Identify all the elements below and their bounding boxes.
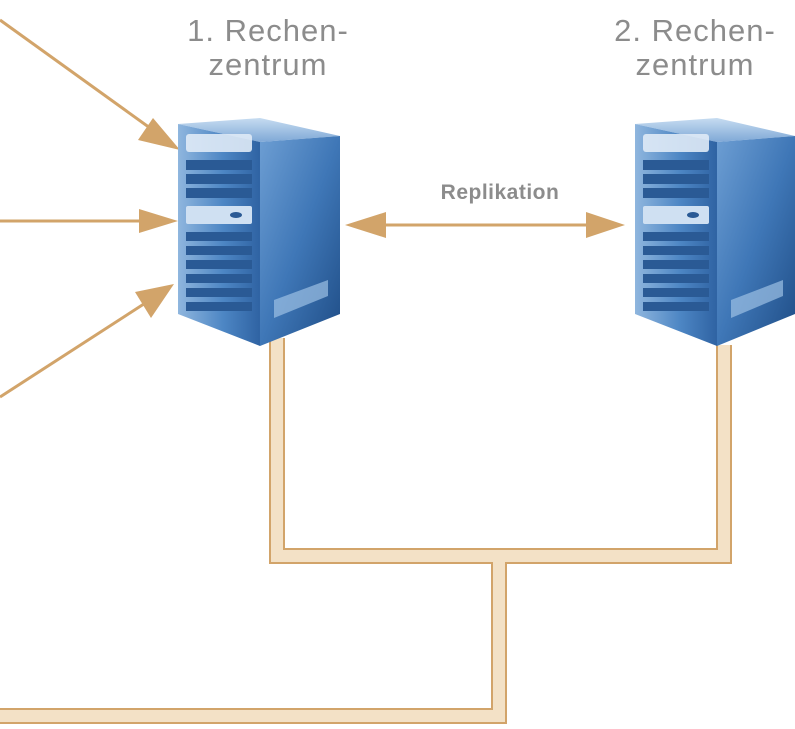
network-cable (0, 338, 732, 724)
datacenter-2-label: 2. Rechen- zentrum (590, 14, 795, 82)
incoming-arrow-top (0, 18, 180, 150)
datacenter-1-label-line2: zentrum (208, 47, 328, 82)
datacenter-1-label: 1. Rechen- zentrum (158, 14, 378, 82)
replication-label: Replikation (440, 181, 560, 204)
incoming-arrow-middle (0, 209, 178, 233)
datacenter-2-label-line2: zentrum (635, 47, 755, 82)
datacenter-2-label-line1: 2. Rechen- (614, 13, 776, 48)
server-2-icon (635, 118, 795, 346)
server-1-icon (178, 118, 340, 346)
replication-arrow (345, 212, 625, 238)
incoming-arrow-bottom (0, 284, 174, 399)
datacenter-1-label-line1: 1. Rechen- (187, 13, 349, 48)
